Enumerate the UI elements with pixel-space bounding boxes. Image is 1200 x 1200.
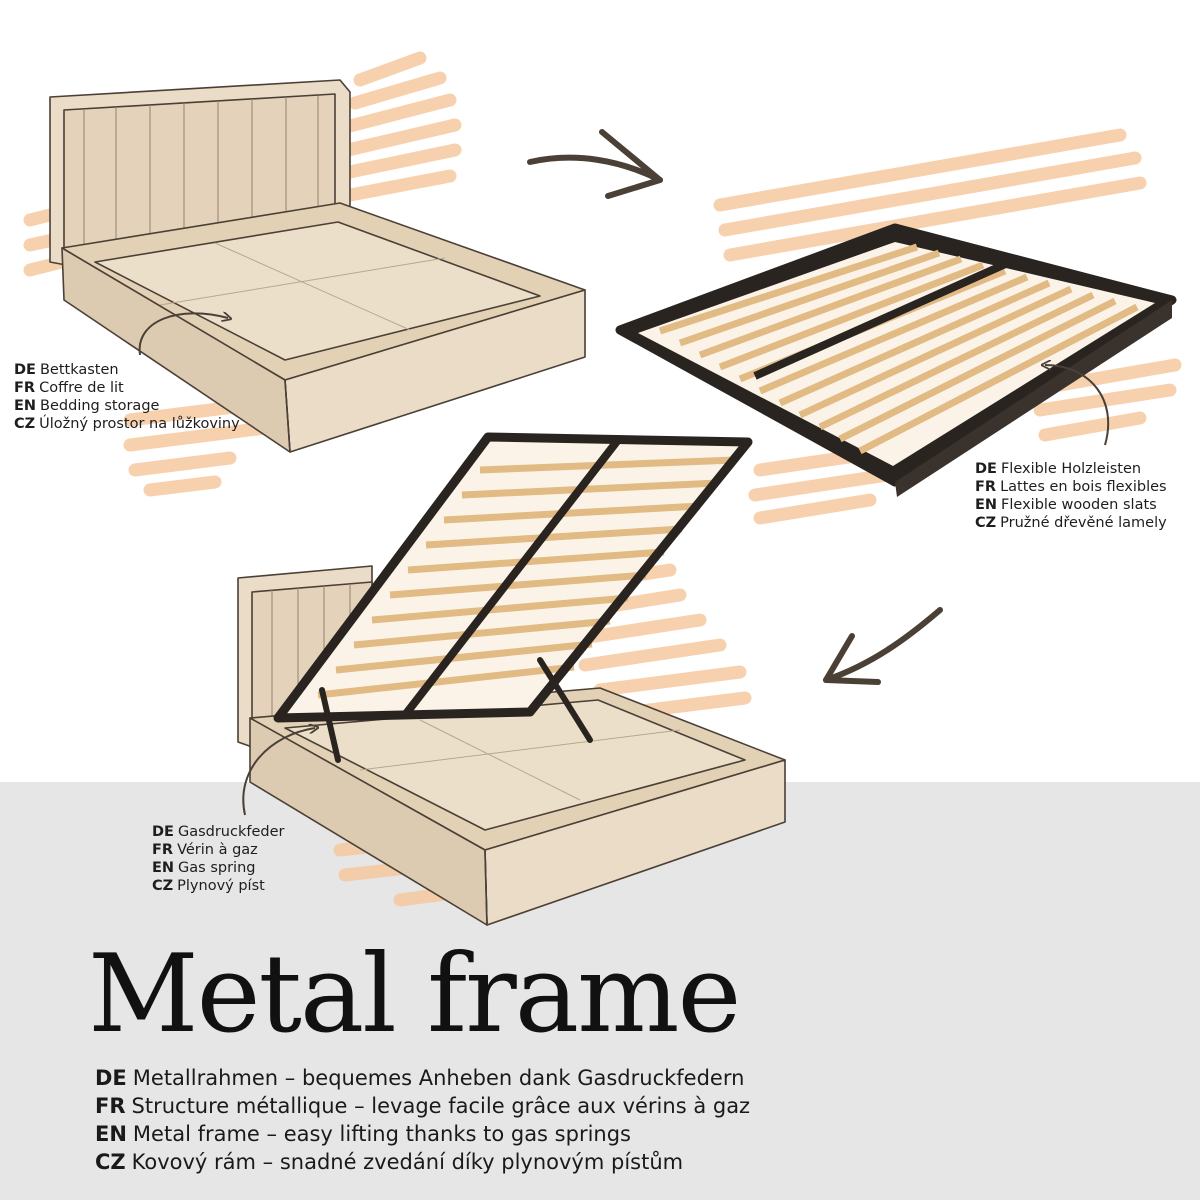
flow-arrow-top [527,129,663,199]
callout-arrow-gas-spring [242,728,315,816]
callout-arrow-slats [1045,365,1110,446]
headline: Metal frame [88,932,741,1057]
callout-arrow-storage [138,313,228,356]
flow-arrow-right [823,607,943,685]
slatted-frame-illustration [615,223,1177,497]
bed-storage-illustration [49,79,586,453]
bed-lifted-illustration [237,432,786,926]
